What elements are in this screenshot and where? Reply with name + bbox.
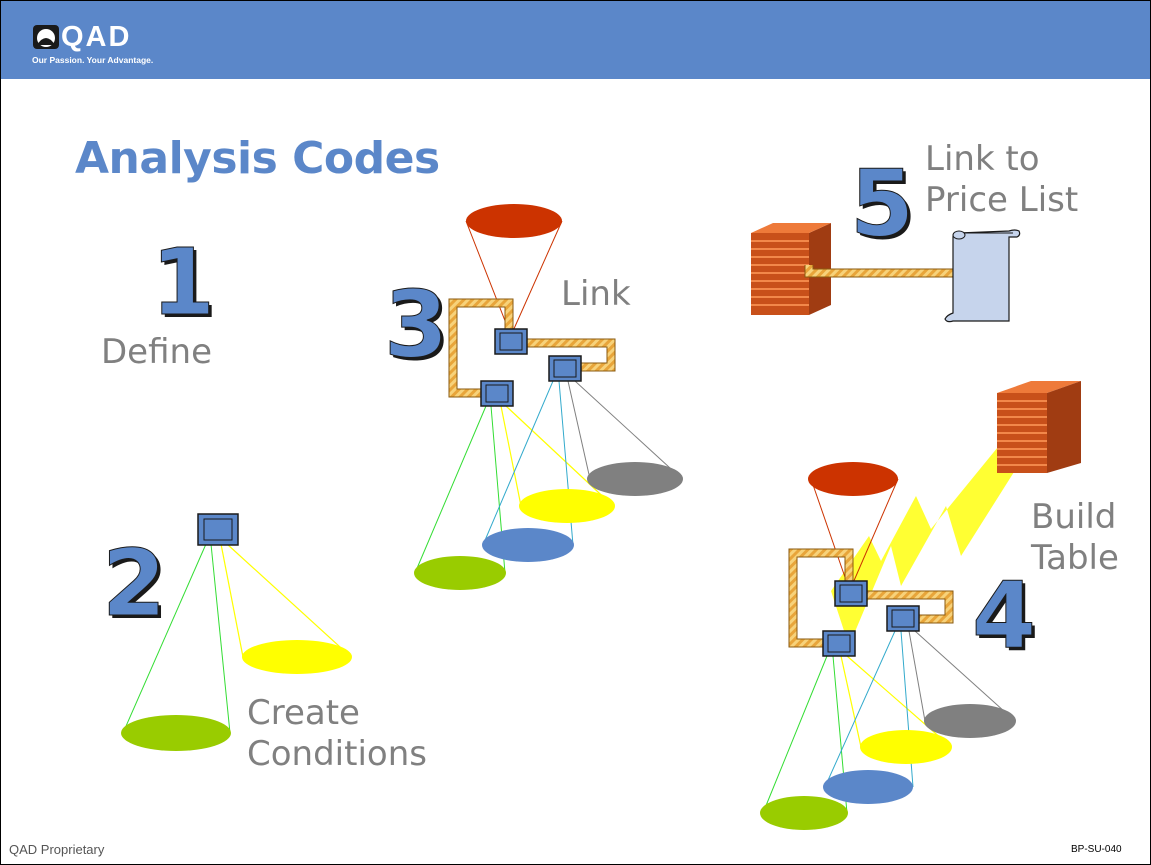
step-3-number: 3 3	[384, 271, 452, 382]
step-4-number: 4 4	[972, 562, 1040, 673]
step-3-label: Link	[561, 274, 631, 314]
svg-text:4: 4	[972, 562, 1036, 669]
step-2-label-line-1: Create	[247, 693, 360, 733]
logo-text: QAD	[61, 21, 132, 53]
svg-text:5: 5	[853, 153, 917, 260]
step-5-art	[751, 223, 1021, 323]
svg-text:5: 5	[850, 150, 914, 257]
step-4-label-line-1: Build	[1031, 497, 1117, 537]
step-1-number: 1 1	[151, 229, 219, 340]
step-2-label: Create Conditions	[247, 693, 427, 775]
step-5-label: Link to Price List	[925, 139, 1078, 221]
header-bar: QAD Our Passion. Your Advantage.	[1, 1, 1150, 79]
footer-slide-code: BP-SU-040	[1071, 844, 1122, 855]
qad-logo: QAD Our Passion. Your Advantage.	[32, 21, 153, 65]
step-2-label-line-2: Conditions	[247, 734, 427, 774]
step-2-number: 2 2	[102, 530, 170, 641]
price-list-scroll-icon	[944, 229, 1021, 323]
step-4-label-line-2: Table	[1031, 538, 1119, 578]
lightning-bolt-icon	[831, 431, 1031, 646]
step-5-label-line-1: Link to	[925, 139, 1040, 179]
step-4-art	[760, 381, 1081, 830]
step-1-label: Define	[101, 332, 212, 372]
table-stack-icon	[997, 381, 1081, 473]
svg-text:4: 4	[975, 565, 1039, 672]
svg-text:2: 2	[105, 533, 169, 640]
svg-text:1: 1	[154, 232, 218, 339]
footer-proprietary: QAD Proprietary	[9, 842, 105, 857]
svg-text:1: 1	[151, 229, 215, 336]
record-stack-icon	[751, 223, 831, 315]
step-3-link-art	[414, 204, 683, 590]
svg-text:3: 3	[387, 274, 451, 381]
logo-tagline: Our Passion. Your Advantage.	[32, 55, 154, 65]
step-2-conditions-art	[121, 513, 352, 751]
step-5-number: 5 5	[850, 150, 918, 261]
step-4-label: Build Table	[1031, 497, 1119, 579]
page-title: Analysis Codes	[75, 133, 440, 184]
step-5-label-line-2: Price List	[925, 180, 1079, 220]
svg-text:2: 2	[102, 530, 166, 637]
qad-logo-icon	[33, 25, 59, 49]
svg-text:3: 3	[384, 271, 448, 378]
